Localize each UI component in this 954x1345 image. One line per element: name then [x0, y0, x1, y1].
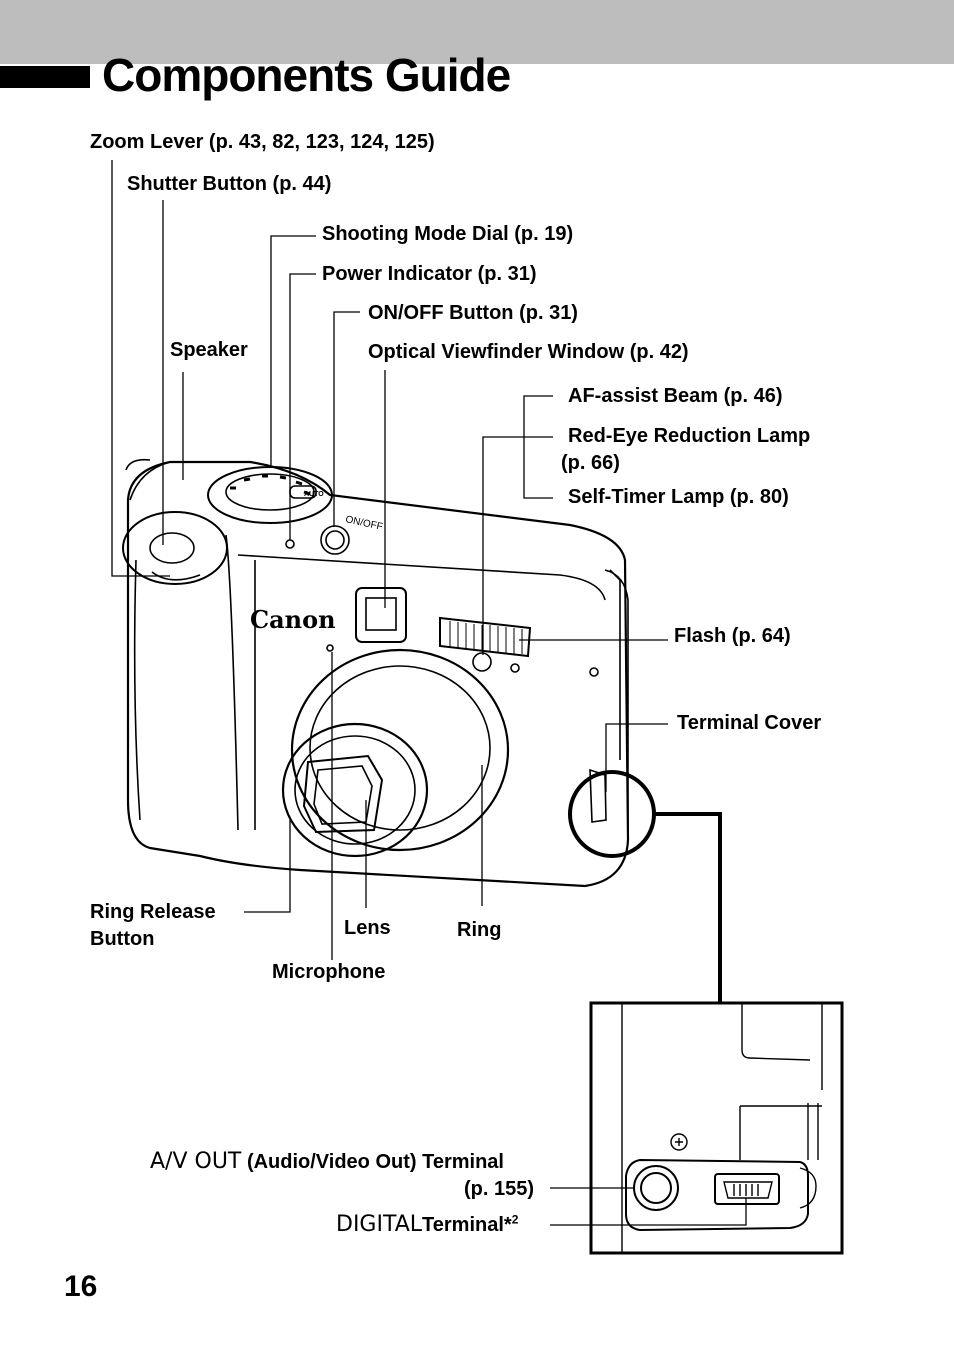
leader-lines — [111, 160, 747, 1226]
label-ring-release-button: Button — [90, 928, 155, 950]
label-microphone: Microphone — [272, 961, 386, 983]
digital-terminal-text: Terminal* — [422, 1214, 512, 1236]
page-title: Components Guide — [102, 49, 511, 101]
label-av-out-page: (p. 155) — [464, 1178, 535, 1200]
label-af-assist-beam: AF-assist Beam (p. 46) — [568, 385, 783, 407]
title-marker — [0, 66, 90, 88]
zoom-circle — [568, 770, 656, 858]
label-on-off-button: ON/OFF Button (p. 31) — [368, 302, 578, 324]
label-red-eye-lamp-page: (p. 66) — [561, 452, 620, 474]
label-digital-terminal: DIGITALTerminal*2 — [336, 1212, 518, 1238]
label-zoom-lever: Zoom Lever (p. 43, 82, 123, 124, 125) — [90, 131, 435, 153]
onoff-marking: ON/OFF — [344, 514, 383, 533]
terminal-detail-inset — [589, 1001, 844, 1255]
page-number: 16 — [64, 1270, 98, 1303]
av-out-logo: A/V OUT — [150, 1149, 242, 1174]
digital-footnote: 2 — [511, 1212, 519, 1227]
label-flash: Flash (p. 64) — [674, 625, 791, 647]
label-self-timer-lamp: Self-Timer Lamp (p. 80) — [568, 486, 789, 508]
label-optical-viewfinder: Optical Viewfinder Window (p. 42) — [368, 341, 689, 363]
canon-logo: Canon — [250, 605, 336, 634]
label-ring-release: Ring Release — [90, 901, 216, 923]
label-shooting-mode-dial: Shooting Mode Dial (p. 19) — [322, 223, 574, 245]
dial-auto-mark: AUTO — [304, 491, 324, 498]
header-bar — [0, 0, 954, 64]
label-terminal-cover: Terminal Cover — [677, 712, 822, 734]
label-av-out-terminal: A/V OUT (Audio/Video Out) Terminal — [150, 1149, 504, 1175]
digital-logo: DIGITAL — [336, 1212, 423, 1237]
label-speaker: Speaker — [170, 339, 248, 361]
label-power-indicator: Power Indicator (p. 31) — [322, 263, 537, 285]
label-shutter-button: Shutter Button (p. 44) — [127, 173, 332, 195]
label-red-eye-lamp: Red-Eye Reduction Lamp — [568, 425, 811, 447]
av-out-text: (Audio/Video Out) Terminal — [246, 1151, 504, 1173]
label-lens: Lens — [344, 917, 391, 939]
label-ring: Ring — [457, 919, 502, 941]
